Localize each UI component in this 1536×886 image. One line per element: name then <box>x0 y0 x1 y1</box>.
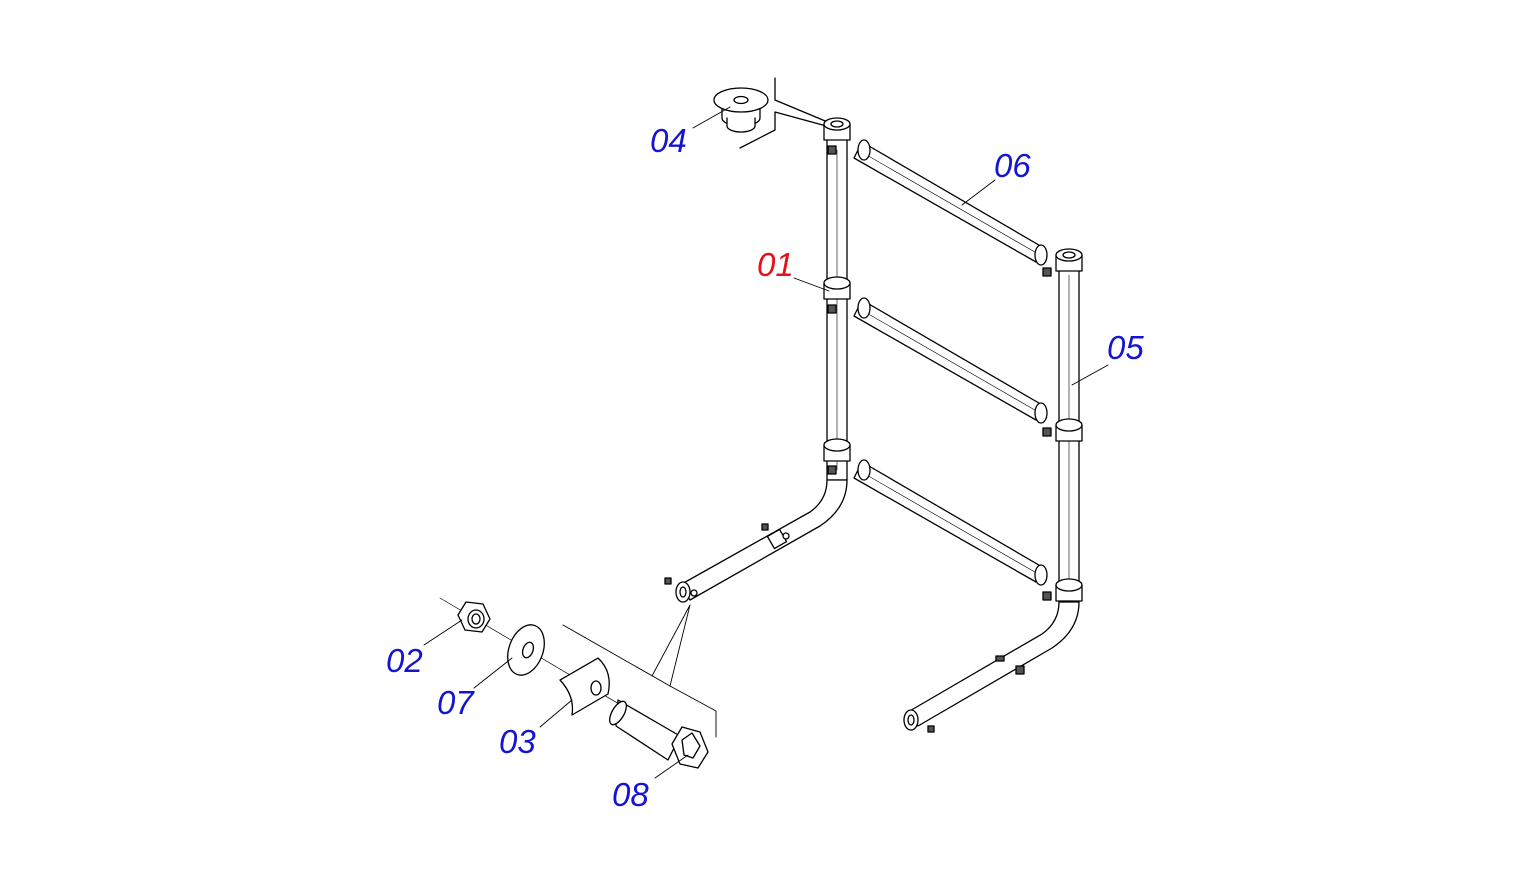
callout-06: 06 <box>994 147 1031 184</box>
rungs <box>853 139 1048 586</box>
hardware-explode <box>439 597 717 769</box>
callout-03: 03 <box>499 723 536 760</box>
leader-lines <box>423 106 1109 779</box>
callout-04: 04 <box>650 122 687 159</box>
callout-labels: 04 06 01 05 02 07 03 08 <box>386 122 1144 813</box>
callout-08: 08 <box>612 776 649 813</box>
callout-01: 01 <box>757 246 794 283</box>
callout-07: 07 <box>437 684 475 721</box>
left-foot-leg <box>664 479 848 603</box>
callout-05: 05 <box>1107 329 1144 366</box>
right-foot-leg <box>903 601 1080 733</box>
cap-part <box>713 77 831 149</box>
saddle-spacer <box>559 657 610 716</box>
callout-02: 02 <box>386 642 423 679</box>
washer <box>507 624 545 676</box>
clamp-couplers <box>823 117 1083 602</box>
hex-nut <box>457 601 491 633</box>
hex-bolt <box>609 699 709 769</box>
